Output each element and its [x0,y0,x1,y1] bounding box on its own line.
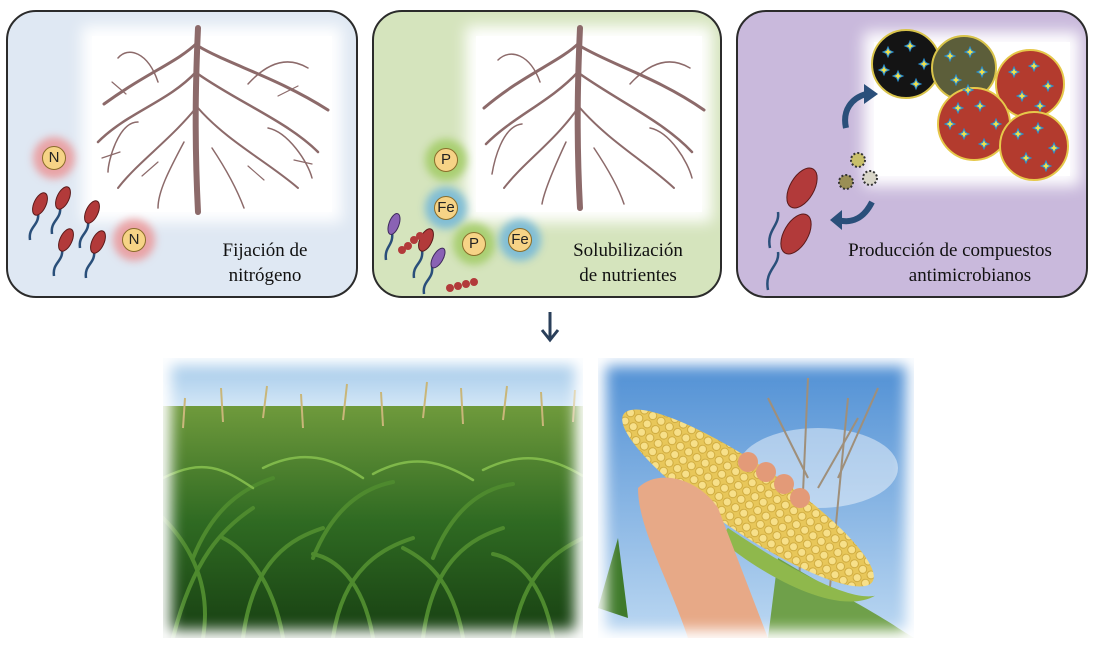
caption-line: de nutrientes [579,265,677,286]
nitrogen-token: N [42,146,66,170]
phosphorus-token: P [434,148,458,172]
pathogen-cells-icon [871,29,1069,181]
root-background [476,36,702,212]
phosphorus-token: P [462,232,486,256]
panel-antimicrobial-production: Producción de compuestos antimicrobianos [736,10,1088,298]
nitrogen-token: N [122,228,146,252]
root-system-icon [482,25,706,211]
caption-line: Fijación de [222,240,308,261]
bacteria-group-icon [766,167,818,291]
panel-nitrogen-fixation: N N Fijación de nitrógeno [6,10,358,298]
caption-line: antimicrobianos [908,265,1032,286]
corn-field-illustration [163,358,583,638]
iron-token: Fe [434,196,458,220]
corn-cob-photo [598,358,914,638]
caption-antimicrobial: Producción de compuestos antimicrobianos [812,238,1086,288]
caption-nitrogen: Fijación de nitrógeno [180,238,350,288]
circular-arrow-icon [830,84,878,230]
caption-line: Producción de compuestos [848,240,1052,261]
antimicrobial-compounds-icon [838,152,878,190]
bacteria-group-icon [28,186,106,279]
iron-token: Fe [508,228,532,252]
caption-line: nitrógeno [228,265,302,286]
corn-field-photo [163,358,583,638]
caption-line: Solubilización [573,240,683,261]
caption-solubilization: Solubilización de nutrientes [544,238,712,288]
panel-nutrient-solubilization: P Fe P Fe Solubilización de nutrientes [372,10,722,298]
root-system-icon [96,25,330,215]
corn-cob-illustration [598,358,914,638]
bacteria-group-icon [384,213,478,295]
down-arrow-icon [540,312,560,343]
